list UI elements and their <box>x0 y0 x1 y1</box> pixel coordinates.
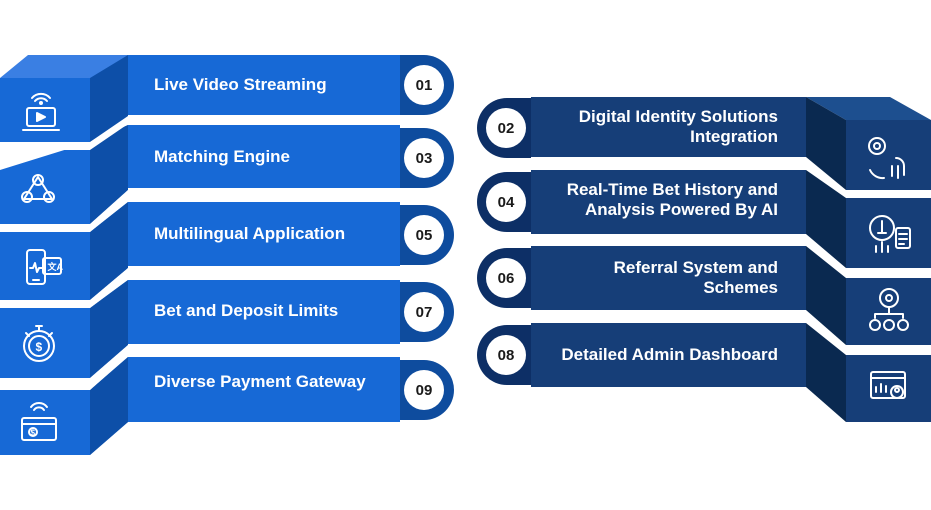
feature-label-bet-history-ai: Real-Time Bet History and Analysis Power… <box>566 180 778 219</box>
left-side-face <box>90 55 128 142</box>
feature-label-digital-identity: Digital Identity Solutions Integration <box>578 107 778 146</box>
feature-label-diverse-payment-gateway: Diverse Payment Gateway <box>154 372 366 391</box>
step-number-08: 08 <box>486 335 526 375</box>
left-label-face <box>128 357 400 422</box>
gears-triangle-icon <box>21 174 55 203</box>
right-side-face <box>806 246 846 345</box>
right-block-04 <box>531 170 931 268</box>
step-number-01: 01 <box>404 65 444 105</box>
left-side-face <box>90 280 128 378</box>
right-label-face <box>531 323 806 387</box>
laptop-video-icon <box>22 92 60 131</box>
left-label-face <box>128 55 400 115</box>
left-icon-glyphs: 文A $ $ <box>31 261 64 438</box>
feature-label-bet-and-deposit-limits: Bet and Deposit Limits <box>154 301 339 320</box>
left-separators <box>0 116 128 390</box>
right-label-face <box>531 97 806 157</box>
feature-label-multilingual-application: Multilingual Application <box>154 224 346 243</box>
feature-label-live-video-streaming: Live Video Streaming <box>154 75 327 94</box>
right-block-02 <box>531 97 931 190</box>
right-block-06 <box>531 246 931 345</box>
dollar-glyph: $ <box>36 340 43 354</box>
contactless-card-icon <box>21 402 57 441</box>
left-block-05 <box>0 202 400 300</box>
left-label-face <box>128 280 400 344</box>
right-icon-face <box>846 120 931 190</box>
right-side-face <box>806 170 846 268</box>
gear-fingerprint-icon <box>868 137 905 180</box>
right-label-face <box>531 246 806 310</box>
left-block-09 <box>0 357 400 455</box>
phone-translate-icon <box>26 249 62 285</box>
right-side-face <box>806 97 846 190</box>
left-block-01 <box>0 55 400 142</box>
feature-label-matching-engine: Matching Engine <box>154 147 290 166</box>
ai-analysis-icon <box>869 215 911 253</box>
left-label-face <box>128 125 400 188</box>
step-number-03: 03 <box>404 138 444 178</box>
left-label-face <box>128 202 400 266</box>
step-number-04: 04 <box>486 182 526 222</box>
right-block-08 <box>531 323 931 422</box>
translate-glyph: 文A <box>47 261 64 272</box>
admin-dashboard-icon <box>870 371 906 399</box>
step-number-05: 05 <box>404 215 444 255</box>
step-number-07: 07 <box>404 292 444 332</box>
left-side-face <box>90 357 128 455</box>
right-label-face <box>531 170 806 234</box>
right-top-face <box>806 97 931 120</box>
right-side-face <box>806 323 846 422</box>
left-side-face <box>90 202 128 300</box>
feature-label-referral-system: Referral System and Schemes <box>613 258 778 297</box>
feature-label-admin-dashboard: Detailed Admin Dashboard <box>561 345 778 364</box>
left-icon-face <box>0 78 90 142</box>
left-side-face <box>90 125 128 224</box>
right-icon-face <box>846 198 931 268</box>
step-number-06: 06 <box>486 258 526 298</box>
step-number-02: 02 <box>486 108 526 148</box>
card-dollar-glyph: $ <box>31 429 36 438</box>
referral-network-icon <box>869 288 909 331</box>
step-number-09: 09 <box>404 370 444 410</box>
stopwatch-dollar-icon <box>23 325 55 362</box>
right-icon-face <box>846 355 931 422</box>
